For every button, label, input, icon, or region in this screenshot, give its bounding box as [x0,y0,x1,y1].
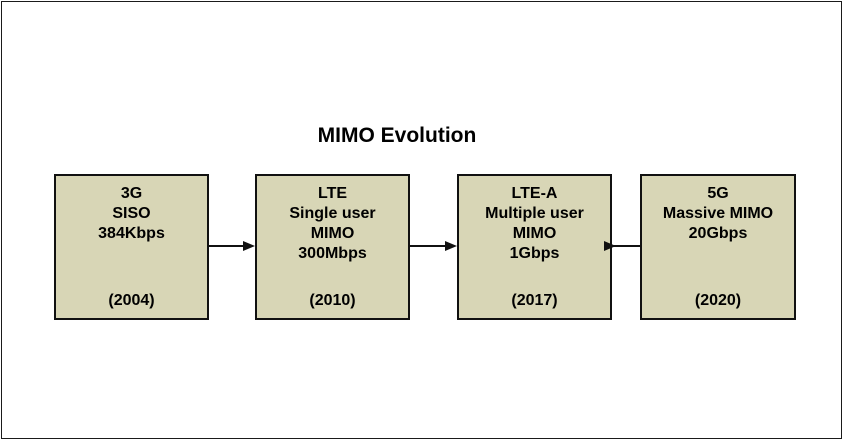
flow-arrow [604,238,640,254]
stage-lines: 3G SISO 384Kbps [56,184,207,244]
stage-year: (2017) [511,292,558,309]
stage-box-5g: 5G Massive MIMO 20Gbps (2020) [640,174,796,320]
stage-line: Single user [289,205,376,222]
stage-line: Multiple user [485,205,584,222]
stage-year: (2010) [309,292,356,309]
stage-line: Massive MIMO [662,205,774,222]
stage-line: 300Mbps [298,245,367,262]
stage-lines: 5G Massive MIMO 20Gbps [642,184,794,244]
stage-year: (2004) [108,292,155,309]
stage-lines: LTE Single user MIMO 300Mbps [257,184,408,264]
stage-line: MIMO [512,225,557,242]
stage-line: 20Gbps [688,225,748,242]
stage-line: MIMO [310,225,355,242]
stage-box-lte-a: LTE-A Multiple user MIMO 1Gbps (2017) [457,174,612,320]
stage-box-lte: LTE Single user MIMO 300Mbps (2010) [255,174,410,320]
arrow-right-icon [604,241,640,251]
flow-arrow [410,238,457,254]
stage-line: SISO [112,205,151,222]
stage-box-3g: 3G SISO 384Kbps (2004) [54,174,209,320]
arrow-right-icon [410,241,457,251]
diagram-title: MIMO Evolution [317,124,477,147]
stage-lines: LTE-A Multiple user MIMO 1Gbps [459,184,610,264]
stage-line: 5G [707,185,729,202]
flow-arrow [209,238,255,254]
stage-year: (2020) [694,292,742,309]
stage-line: LTE-A [511,185,558,202]
stage-line: 1Gbps [509,245,560,262]
stage-line: 3G [120,185,143,202]
stage-line: 384Kbps [98,225,165,242]
stage-line: LTE [317,185,348,202]
arrow-right-icon [209,241,255,251]
